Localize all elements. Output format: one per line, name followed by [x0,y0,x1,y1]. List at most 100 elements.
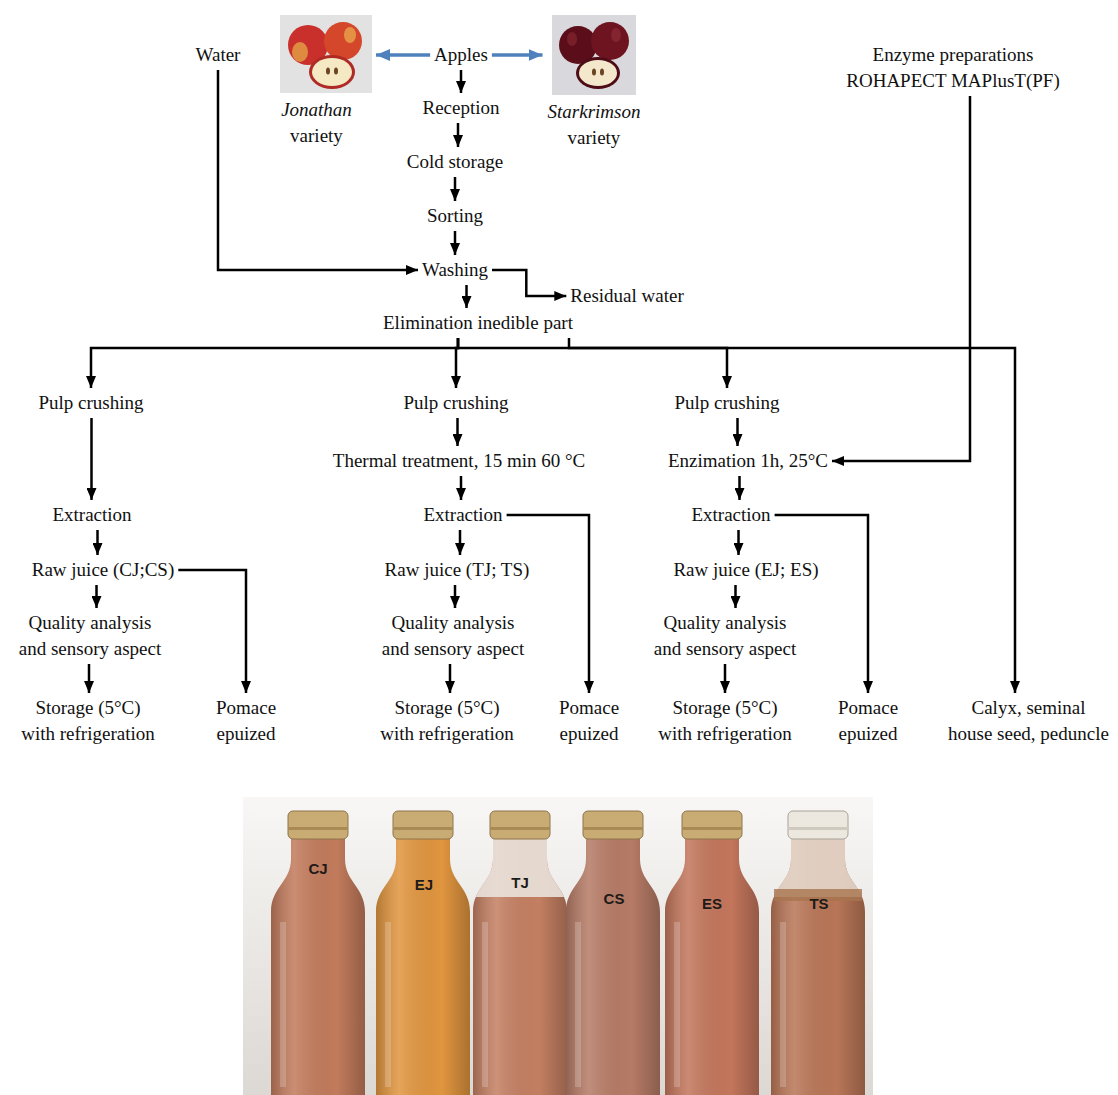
bottle-label: CJ [308,860,327,877]
flow-arrow [734,585,737,608]
process-step: Storage (5°C) with refrigeration [16,693,160,749]
photo-ground [243,797,873,1095]
process-step: Washing [418,255,492,285]
bottle-label: TJ [511,874,529,891]
step-text: Raw juice (CJ;CS) [32,557,175,583]
step-text: Calyx, seminal house seed, peduncle [947,695,1110,747]
bottle-label: ES [702,895,722,912]
process-step: Storage (5°C) with refrigeration [375,693,519,749]
step-text: Extraction [423,502,502,528]
step-text: Pulp crushing [38,390,143,416]
flow-arrow [737,530,740,555]
process-step: Enzimation 1h, 25°C [664,446,832,476]
process-step: Extraction [419,500,506,530]
process-step: Elimination inedible part [379,308,577,338]
flow-arrow [88,664,91,693]
process-step: Quality analysis and sensory aspect [14,608,167,664]
step-text: Raw juice (TJ; TS) [385,557,530,583]
step-text: Pomace epuized [215,695,277,747]
variety-arrow [492,53,543,57]
flow-arrow [724,664,727,693]
process-step: Pulp crushing [34,388,147,418]
step-text: Cold storage [407,149,504,175]
flow-arrow [460,476,463,500]
bottle [271,811,365,1095]
step-text: Extraction [691,502,770,528]
step-text: Water [196,42,241,68]
flow-arrow [459,530,462,555]
flow-arrow [456,418,459,446]
process-step: Storage (5°C) with refrigeration [653,693,797,749]
step-text: Pomace epuized [558,695,620,747]
process-step: Pomace epuized [554,693,624,749]
process-step: Raw juice (CJ;CS) [28,555,179,585]
bottle [473,811,567,1095]
bottle-label: TS [809,895,828,912]
process-step: Residual water [566,281,687,311]
process-step: Reception [418,93,503,123]
flow-arrow [449,664,452,693]
step-text: Pulp crushing [674,390,779,416]
step-text: Enzimation 1h, 25°C [668,448,828,474]
step-text: Pulp crushing [403,390,508,416]
step-text: Sorting [427,203,483,229]
step-text: Quality analysis and sensory aspect [653,610,798,662]
step-text: Jonathan variety [280,97,353,149]
bottle-label: CS [604,890,625,907]
process-step: Extraction [687,500,774,530]
flow-arrow [492,270,566,296]
flow-arrow [96,530,99,555]
bottle [665,811,759,1095]
step-text: Quality analysis and sensory aspect [381,610,526,662]
process-step: Pulp crushing [670,388,783,418]
flow-arrow [178,570,246,693]
flow-arrow [569,338,1015,693]
step-text: Reception [422,95,499,121]
step-text: Residual water [570,283,683,309]
flow-arrow [775,515,868,693]
flow-arrow [465,285,468,308]
apple-photo [280,15,372,93]
process-step: Pomace epuized [833,693,903,749]
process-step: Apples [430,40,492,70]
process-step: Quality analysis and sensory aspect [649,608,802,664]
process-step: Quality analysis and sensory aspect [377,608,530,664]
bottle [566,811,660,1095]
bottle [771,811,865,1095]
process-step: Extraction [48,500,135,530]
variety-node: Jonathan variety [276,13,376,151]
process-step: Water [192,40,245,70]
variety-name: Starkrimson [548,101,641,122]
process-step: Pulp crushing [399,388,512,418]
process-step: Thermal treatment, 15 min 60 °C [329,446,589,476]
variety-name: Jonathan [281,99,352,120]
step-text: Starkrimson variety [547,99,642,151]
flow-arrow [832,96,970,461]
step-text: Pomace epuized [837,695,899,747]
flow-arrow [91,338,458,388]
variety-node: Starkrimson variety [543,13,646,153]
step-text: Quality analysis and sensory aspect [18,610,163,662]
flow-arrow [95,585,98,608]
flow-arrow [454,177,457,201]
juice-bottles-photo [243,797,873,1095]
step-text: Thermal treatment, 15 min 60 °C [333,448,585,474]
step-text: Storage (5°C) with refrigeration [379,695,515,747]
step-text: Apples [434,42,488,68]
flow-arrow [738,476,741,500]
step-text: Raw juice (EJ; ES) [673,557,818,583]
flow-arrow [736,418,739,446]
bottle [376,811,470,1095]
process-step: Raw juice (EJ; ES) [669,555,822,585]
process-step: Sorting [423,201,487,231]
flow-arrow [90,418,93,500]
flow-arrow [457,123,460,147]
flow-arrow [218,70,418,270]
step-text: Enzyme preparations ROHAPECT MAPlusT(PF) [845,42,1061,94]
flow-arrow [454,231,457,255]
step-text: Extraction [52,502,131,528]
bottle-label: EJ [415,876,433,893]
flow-arrow [460,70,463,93]
step-text: Elimination inedible part [383,310,573,336]
process-step: Enzyme preparations ROHAPECT MAPlusT(PF) [841,40,1065,96]
